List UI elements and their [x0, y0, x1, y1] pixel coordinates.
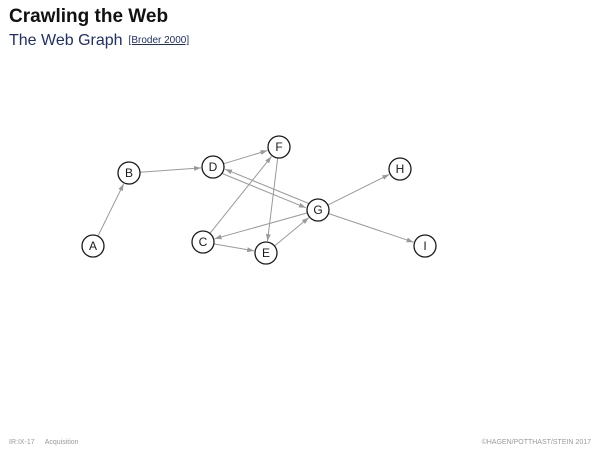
- node-circle: [267, 135, 291, 159]
- node-c: C: [191, 230, 215, 254]
- node-label: E: [262, 246, 270, 260]
- edge-g-c: [214, 212, 308, 240]
- node-g: G: [306, 198, 330, 222]
- edge-e-g: [274, 217, 310, 247]
- node-e: E: [254, 241, 278, 265]
- nodes-layer: A B C D E F G H I: [81, 135, 437, 265]
- node-circle: [81, 234, 105, 258]
- footer-copyright: ©HAGEN/POTTHAST/STEIN 2017: [481, 439, 591, 446]
- node-b: B: [117, 161, 141, 185]
- node-h: H: [388, 157, 412, 181]
- node-circle: [306, 198, 330, 222]
- edges-layer: [97, 150, 414, 253]
- edge-g-i: [328, 213, 414, 243]
- footer-left: IR:IX-17 Acquisition: [9, 439, 79, 446]
- node-i: I: [413, 234, 437, 258]
- node-label: A: [89, 239, 97, 253]
- node-f: F: [267, 135, 291, 159]
- edge-d-g: [222, 173, 307, 209]
- node-circle: [413, 234, 437, 258]
- edge-f-e: [265, 157, 279, 242]
- node-label: I: [423, 239, 426, 253]
- edge-c-e: [213, 243, 255, 253]
- node-circle: [117, 161, 141, 185]
- edge-b-d: [139, 165, 202, 173]
- edge-d-f: [223, 150, 268, 165]
- node-label: D: [209, 160, 218, 174]
- node-label: H: [396, 162, 405, 176]
- node-circle: [201, 155, 225, 179]
- footer-course: IR:IX-17: [9, 439, 35, 446]
- footer-section: Acquisition: [44, 439, 79, 446]
- node-label: F: [275, 140, 282, 154]
- edge-g-d: [224, 168, 309, 204]
- edge-c-f: [209, 156, 272, 234]
- node-circle: [191, 230, 215, 254]
- edge-g-h: [327, 173, 390, 206]
- node-circle: [254, 241, 278, 265]
- node-label: G: [313, 203, 322, 217]
- node-d: D: [201, 155, 225, 179]
- node-label: C: [199, 235, 208, 249]
- slide-subtitle: The Web Graph: [9, 32, 123, 49]
- subtitle-row: The Web Graph [Broder 2000]: [9, 32, 189, 50]
- citation-link[interactable]: [Broder 2000]: [128, 35, 190, 46]
- slide-title: Crawling the Web: [9, 6, 169, 27]
- edge-a-b: [97, 183, 125, 237]
- node-circle: [388, 157, 412, 181]
- node-a: A: [81, 234, 105, 258]
- node-label: B: [125, 166, 133, 180]
